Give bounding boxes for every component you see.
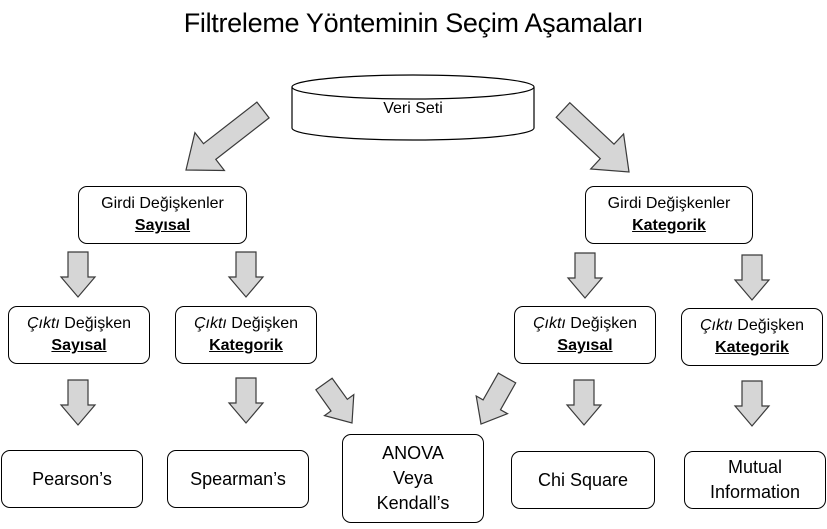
output-num-num-box: Çıktı Değişken Sayısal: [8, 306, 150, 364]
result-chi-square-box: Chi Square: [511, 451, 655, 509]
output-cat-num-type: Sayısal: [557, 337, 613, 354]
input-numeric-box: Girdi Değişkenler Sayısal: [78, 186, 247, 244]
output-num-cat-box: Çıktı Değişken Kategorik: [175, 306, 317, 364]
result-mutual-line1: Mutual: [727, 457, 783, 477]
page-title: Filtreleme Yönteminin Seçim Aşamaları: [183, 8, 644, 38]
input-categorical-box: Girdi Değişkenler Kategorik: [585, 186, 753, 244]
input-numeric-line1: Girdi Değişkenler: [101, 195, 224, 212]
arrow-categorical-to-cat-output: [733, 254, 771, 301]
input-numeric-type: Sayısal: [134, 217, 191, 234]
result-chi-square: Chi Square: [537, 469, 629, 490]
arrow-to-anova-right: [475, 372, 517, 425]
result-mutual-line2: Information: [709, 482, 801, 502]
arrow-to-chi-square: [565, 379, 603, 426]
output-num-cat-line1: Çıktı Değişken: [194, 313, 298, 335]
output-num-cat-rest: Değişken: [226, 315, 299, 332]
output-cat-num-box: Çıktı Değişken Sayısal: [514, 306, 656, 364]
arrow-categorical-to-num-output: [566, 252, 604, 299]
output-cat-cat-rest: Değişken: [732, 317, 805, 334]
arrow-to-spearman: [227, 377, 265, 424]
result-spearman: Spearman’s: [190, 468, 286, 489]
output-num-num-type: Sayısal: [51, 337, 107, 354]
input-categorical-line1: Girdi Değişkenler: [607, 195, 731, 212]
arrow-dataset-to-categorical: [555, 101, 630, 173]
output-num-num-prefix: Çıktı: [26, 315, 60, 332]
dataset-cylinder: [291, 74, 535, 141]
output-cat-num-rest: Değişken: [565, 315, 638, 332]
result-veya: Veya: [392, 468, 434, 488]
output-cat-cat-box: Çıktı Değişken Kategorik: [681, 308, 823, 366]
arrow-numeric-to-cat-output: [227, 251, 265, 298]
arrow-to-anova-left: [315, 377, 355, 424]
output-cat-num-prefix: Çıktı: [532, 315, 566, 332]
output-num-num-line1: Çıktı Değişken: [27, 313, 131, 335]
output-num-cat-prefix: Çıktı: [193, 315, 227, 332]
result-pearson-box: Pearson’s: [1, 450, 143, 508]
result-anova-kendall-box: ANOVA Veya Kendall’s: [342, 434, 484, 523]
arrow-dataset-to-numeric: [185, 101, 270, 172]
arrow-to-pearson: [59, 379, 97, 426]
result-spearman-box: Spearman’s: [167, 450, 309, 508]
result-kendall: Kendall’s: [376, 493, 450, 513]
output-cat-cat-type: Kategorik: [715, 339, 789, 356]
arrow-to-mutual-information: [733, 380, 771, 427]
output-num-num-rest: Değişken: [59, 315, 132, 332]
output-num-cat-type: Kategorik: [209, 337, 283, 354]
output-cat-num-line1: Çıktı Değişken: [533, 313, 637, 335]
dataset-label: Veri Seti: [383, 100, 443, 117]
input-categorical-type: Kategorik: [632, 217, 706, 234]
output-cat-cat-prefix: Çıktı: [699, 317, 733, 334]
arrow-numeric-to-num-output: [59, 251, 97, 298]
result-mutual-information-box: Mutual Information: [684, 451, 826, 509]
output-cat-cat-line1: Çıktı Değişken: [700, 315, 804, 337]
result-anova: ANOVA: [382, 443, 444, 463]
result-pearson: Pearson’s: [32, 468, 112, 489]
